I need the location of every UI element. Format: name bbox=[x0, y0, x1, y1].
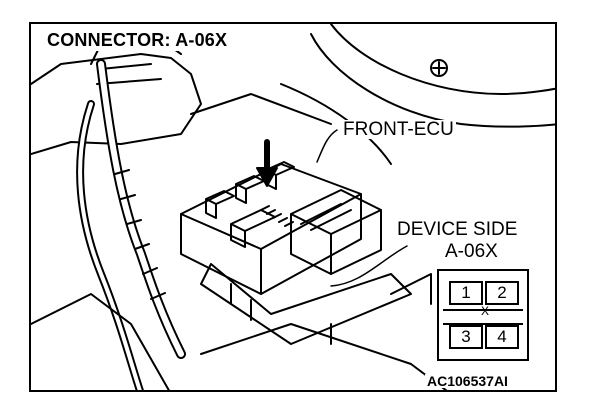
connector-latch-band bbox=[443, 309, 523, 325]
pin-1: 1 bbox=[449, 281, 483, 305]
connector-id-label: A-06X bbox=[443, 241, 500, 262]
device-side-label: DEVICE SIDE bbox=[395, 219, 520, 240]
front-ecu-label: FRONT-ECU bbox=[341, 119, 456, 140]
pin-4: 4 bbox=[485, 325, 519, 349]
connector-x-mark: X bbox=[481, 304, 490, 318]
connector-face: 1 2 X 3 4 bbox=[437, 269, 529, 361]
diagram-frame: CONNECTOR: A-06X FRONT-ECU DEVICE SIDE A… bbox=[29, 22, 557, 392]
pin-2: 2 bbox=[485, 281, 519, 305]
figure-code: AC106537AI bbox=[425, 373, 510, 389]
pin-3: 3 bbox=[449, 325, 483, 349]
page-title: CONNECTOR: A-06X bbox=[45, 30, 230, 51]
